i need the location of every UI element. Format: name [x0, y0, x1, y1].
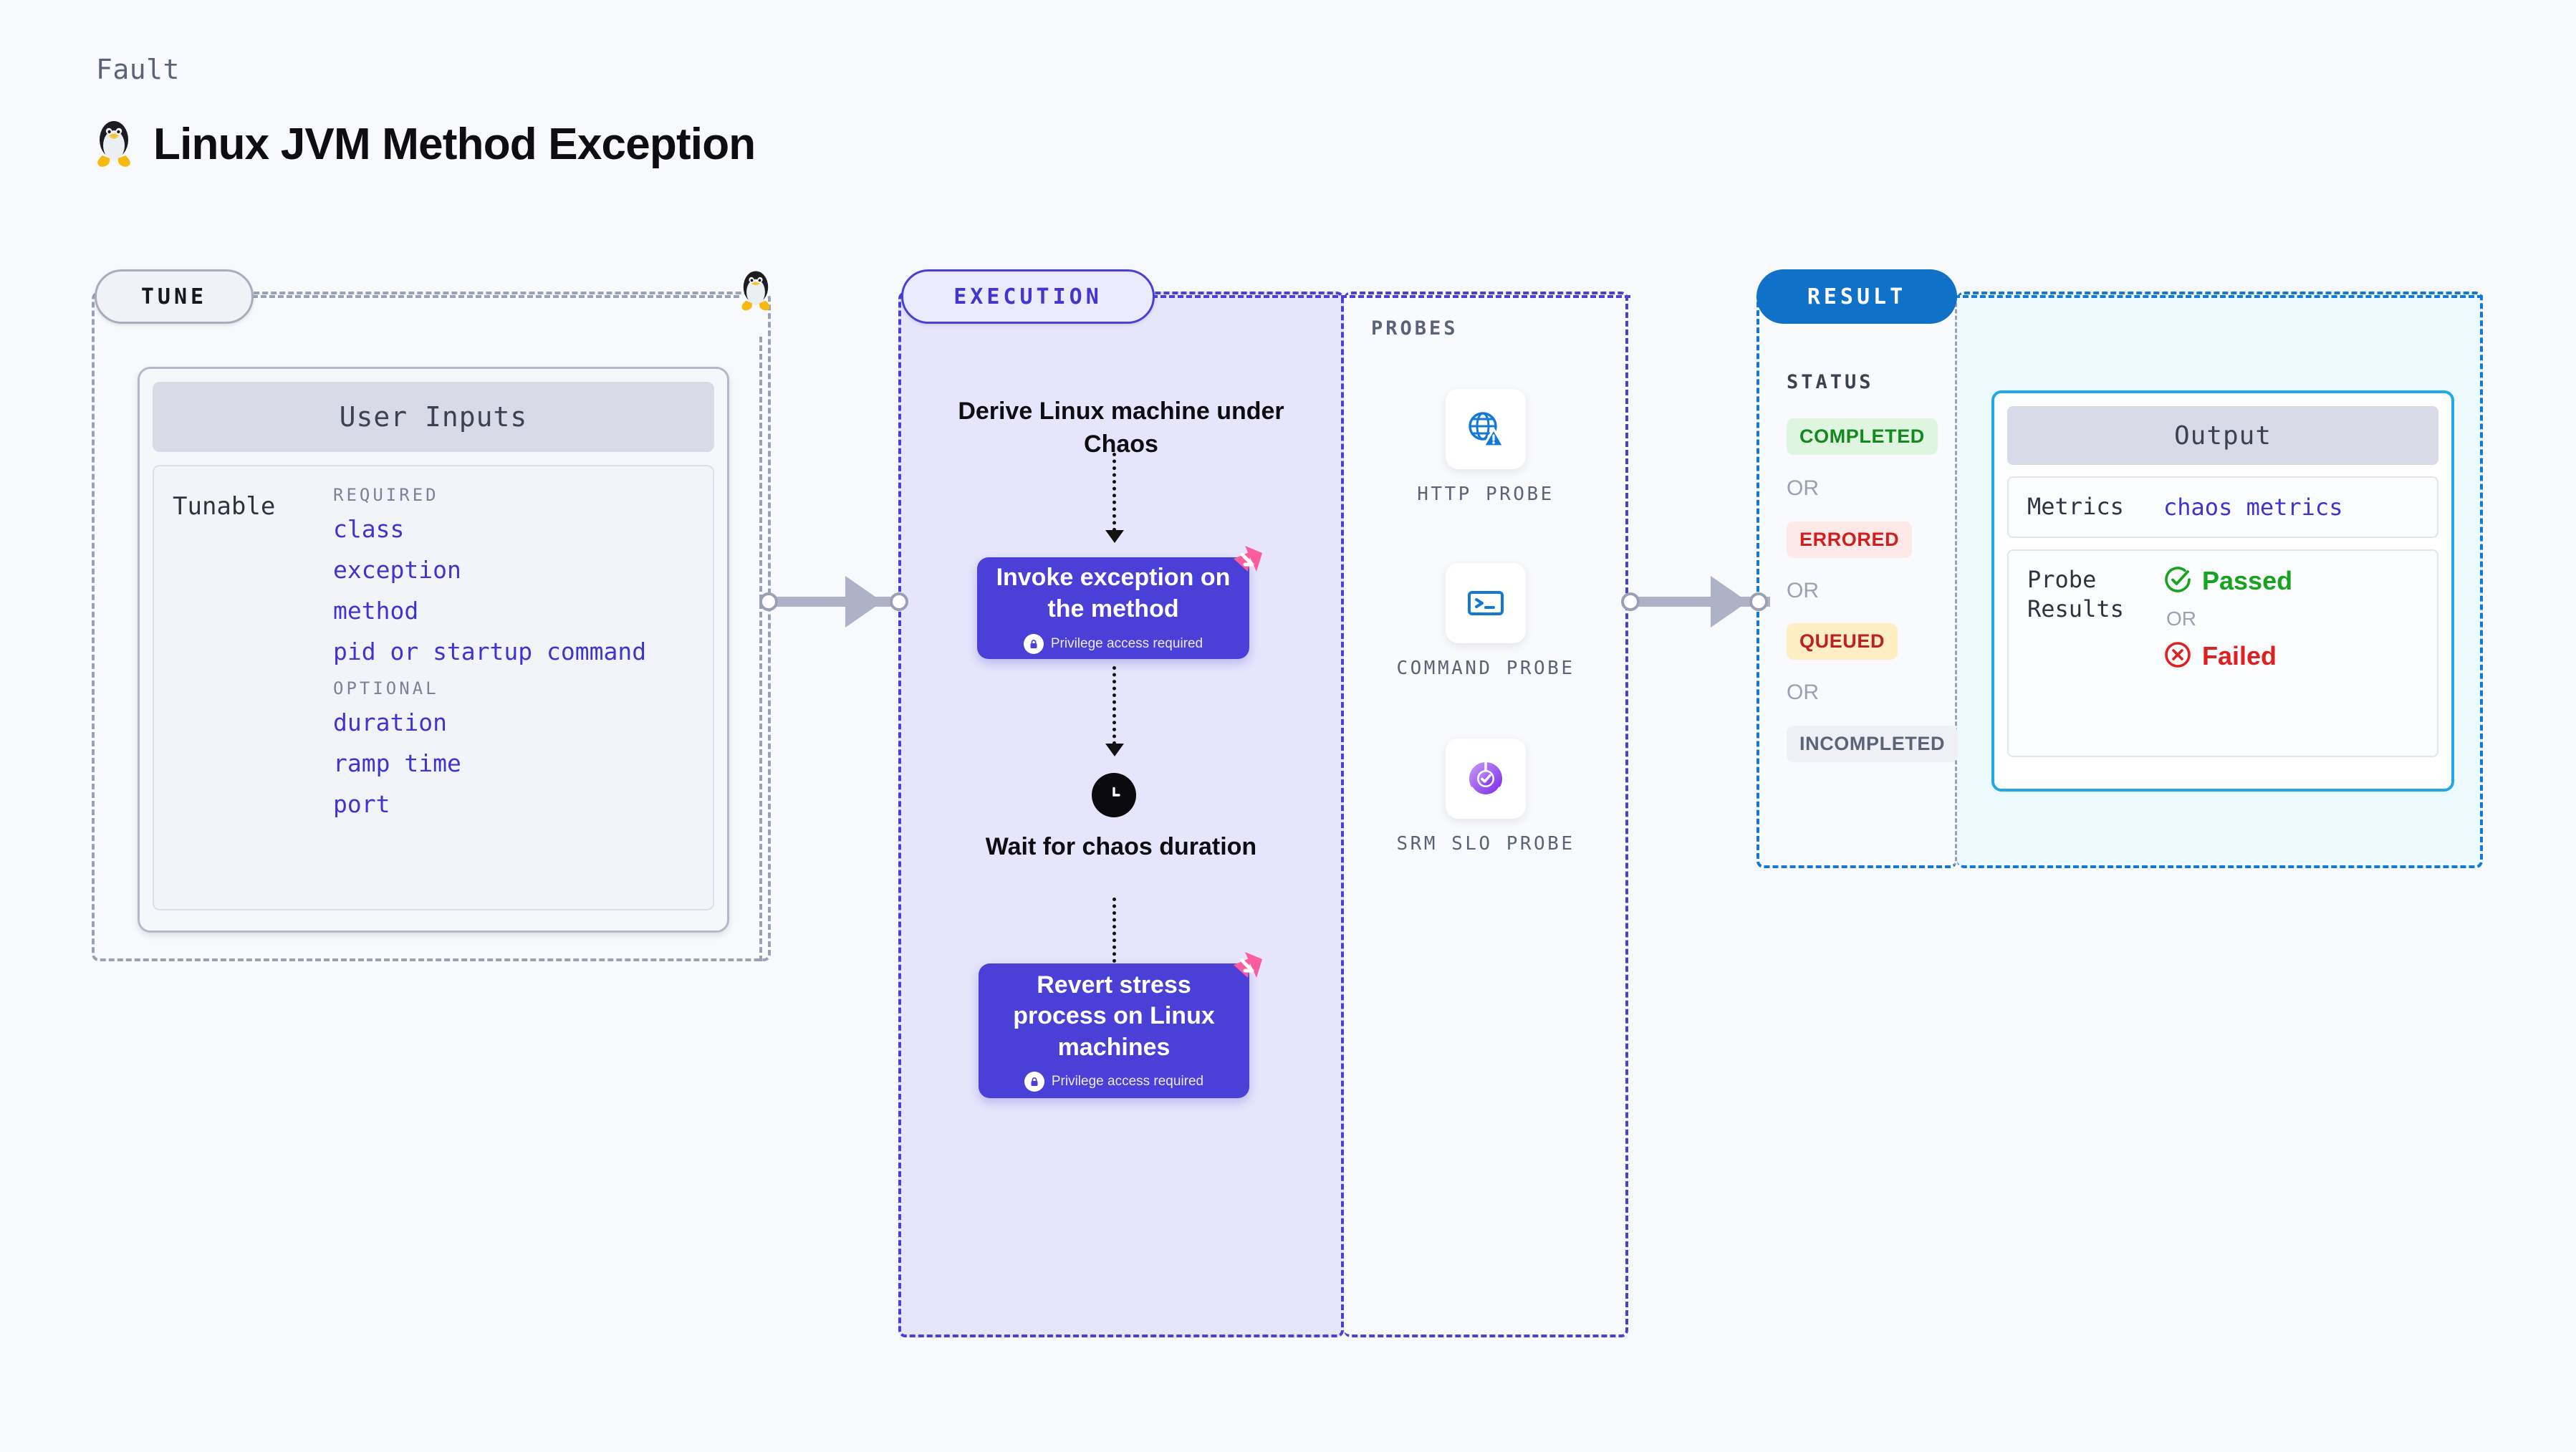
- probe-srm-slo[interactable]: SRM SLO PROBE: [1360, 739, 1611, 857]
- required-group-label: REQUIRED: [333, 485, 439, 505]
- output-metrics-value[interactable]: chaos metrics: [2163, 493, 2343, 521]
- tunable-field-pid[interactable]: pid or startup command: [333, 638, 647, 665]
- tune-lane: [92, 292, 771, 961]
- status-or-1: OR: [1787, 476, 1819, 500]
- chaos-badge-icon: [1224, 540, 1265, 582]
- execution-step-invoke-label: Invoke exception on the method: [996, 564, 1231, 622]
- tunable-field-ramp-time[interactable]: ramp time: [333, 749, 461, 777]
- probe-result-or: OR: [2166, 607, 2196, 630]
- output-card-title: Output: [2007, 406, 2438, 465]
- x-circle-icon: [2163, 640, 2192, 673]
- check-circle-icon: [2163, 565, 2192, 597]
- status-badge-completed: COMPLETED: [1787, 418, 1938, 455]
- execution-stage-pill[interactable]: EXECUTION: [901, 269, 1155, 324]
- privilege-note-1-label: Privilege access required: [1050, 635, 1203, 651]
- fault-eyebrow-label: Fault: [96, 54, 180, 85]
- slo-check-donut-icon: [1446, 739, 1526, 819]
- status-lane: [1756, 292, 1957, 868]
- page-title-row: Linux JVM Method Exception: [93, 118, 756, 170]
- execution-step-revert-stress[interactable]: Revert stress process on Linux machines …: [979, 952, 1262, 1098]
- user-inputs-title: User Inputs: [153, 382, 714, 452]
- probe-result-passed: Passed: [2163, 565, 2292, 597]
- output-metrics-key: Metrics: [2027, 493, 2124, 520]
- output-metrics-row: Metrics chaos metrics: [2007, 476, 2438, 538]
- probe-result-failed-label: Failed: [2202, 641, 2277, 671]
- globe-warning-icon: [1446, 389, 1526, 469]
- execution-wait-label: Wait for chaos duration: [985, 833, 1257, 860]
- status-badge-incompleted: INCOMPLETED: [1787, 726, 1959, 762]
- privilege-note-2: Privilege access required: [1024, 1072, 1203, 1092]
- page-title: Linux JVM Method Exception: [153, 119, 756, 169]
- chaos-badge-icon: [1224, 946, 1265, 988]
- tunable-field-exception[interactable]: exception: [333, 556, 461, 584]
- status-section-label: STATUS: [1787, 371, 1874, 393]
- tunable-field-class[interactable]: class: [333, 515, 405, 543]
- probe-http[interactable]: HTTP PROBE: [1360, 389, 1611, 507]
- tunable-field-duration[interactable]: duration: [333, 708, 447, 736]
- execution-step-revert-label: Revert stress process on Linux machines: [1013, 971, 1215, 1061]
- flow-arrowhead-2: [1105, 744, 1124, 756]
- tune-leader-line: [252, 295, 739, 298]
- tunable-fields: REQUIRED class exception method pid or s…: [333, 485, 713, 909]
- result-leader-line: [1954, 295, 2483, 298]
- tunable-section: Tunable REQUIRED class exception method …: [153, 465, 714, 910]
- status-or-3: OR: [1787, 681, 1819, 704]
- probe-result-passed-label: Passed: [2202, 566, 2293, 596]
- probe-command[interactable]: COMMAND PROBE: [1360, 563, 1611, 681]
- probe-http-label: HTTP PROBE: [1417, 484, 1554, 505]
- linux-penguin-icon: [93, 118, 135, 170]
- lock-icon: [1023, 633, 1044, 654]
- execution-leader-line: [1152, 295, 1630, 298]
- probe-result-failed: Failed: [2163, 640, 2292, 673]
- flow-arrow-1: [1112, 453, 1116, 532]
- tunable-field-port[interactable]: port: [333, 790, 390, 818]
- privilege-note-2-label: Privilege access required: [1051, 1074, 1204, 1090]
- tunable-label: Tunable: [173, 492, 276, 521]
- user-inputs-card: User Inputs Tunable REQUIRED class excep…: [138, 367, 729, 933]
- output-card: Output Metrics chaos metrics Probe Resul…: [1991, 390, 2454, 792]
- execution-step-derive-title: Derive Linux machine under Chaos: [958, 398, 1284, 458]
- execution-step-invoke-exception[interactable]: Invoke exception on the method Privilege…: [977, 546, 1262, 659]
- privilege-note-1: Privilege access required: [1023, 633, 1203, 654]
- result-stage-pill[interactable]: RESULT: [1756, 269, 1957, 324]
- status-badge-queued: QUEUED: [1787, 623, 1898, 660]
- linux-penguin-marker-icon: [738, 269, 774, 317]
- output-probe-results-key: Probe Results: [2027, 565, 2124, 623]
- tunable-field-method[interactable]: method: [333, 597, 419, 625]
- flow-arrow-2: [1112, 666, 1116, 745]
- probe-srm-slo-label: SRM SLO PROBE: [1396, 833, 1575, 855]
- optional-group-label: OPTIONAL: [333, 678, 439, 698]
- clock-icon: [1092, 773, 1136, 817]
- terminal-prompt-icon: [1446, 563, 1526, 643]
- lock-icon: [1024, 1072, 1044, 1092]
- tune-stage-pill[interactable]: TUNE: [95, 269, 254, 324]
- flow-arrow-3: [1112, 898, 1116, 976]
- probes-section-label: PROBES: [1371, 317, 1458, 340]
- probe-results-values: Passed OR Failed: [2163, 565, 2292, 673]
- status-badge-errored: ERRORED: [1787, 521, 1913, 558]
- output-probe-results-row: Probe Results Passed OR: [2007, 549, 2438, 757]
- tune-leader-vertical: [759, 337, 762, 961]
- flow-arrowhead-1: [1105, 530, 1124, 543]
- probe-command-label: COMMAND PROBE: [1396, 658, 1575, 679]
- status-or-2: OR: [1787, 579, 1819, 602]
